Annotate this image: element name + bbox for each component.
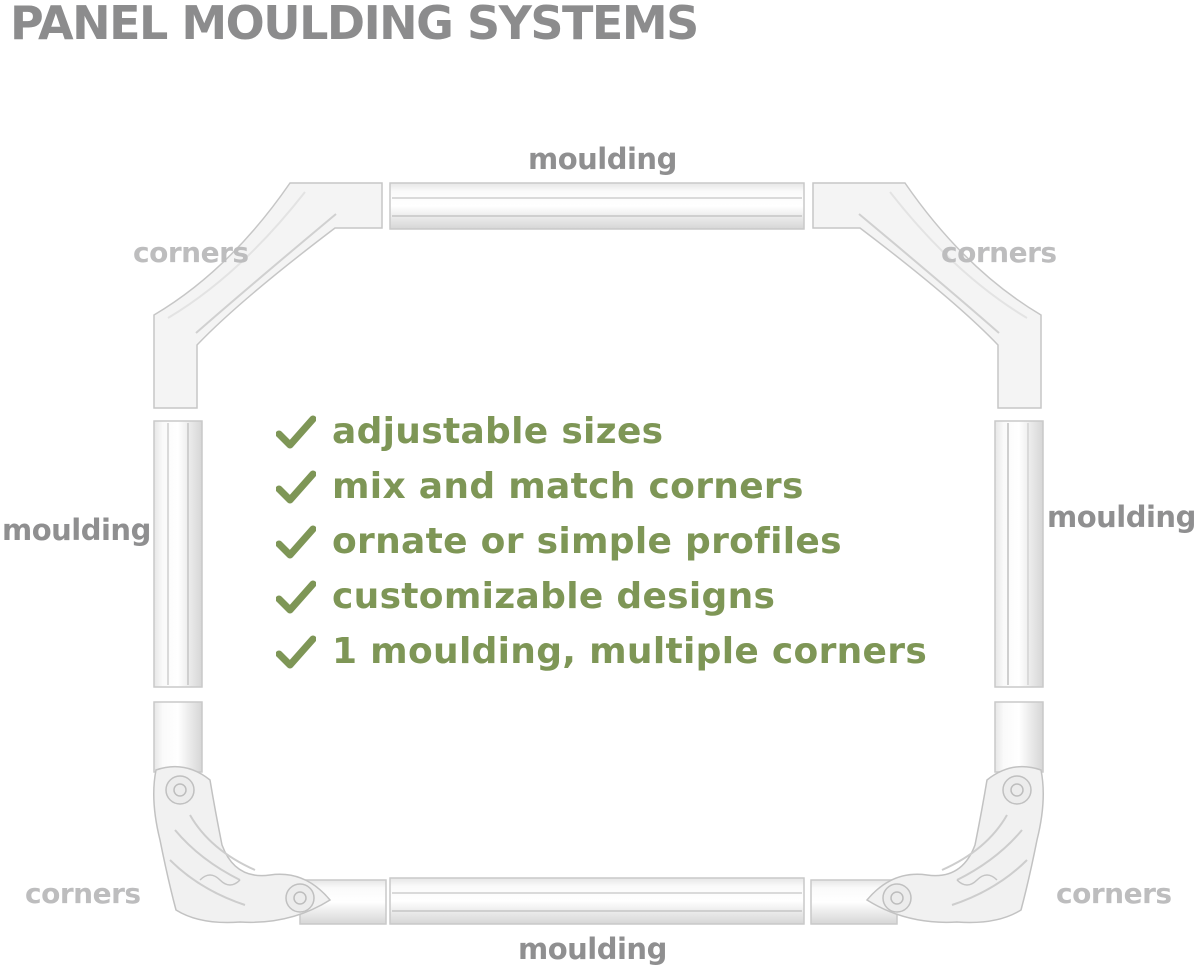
label-moulding-left: moulding [2,513,151,547]
page-title: PANEL MOULDING SYSTEMS [10,0,699,50]
feature-text: adjustable sizes [332,411,664,452]
feature-item: adjustable sizes [276,404,927,459]
moulding-top-piece [389,182,805,230]
feature-text: 1 moulding, multiple corners [332,631,928,672]
label-corners-top-right: corners [941,236,1057,269]
moulding-right-piece [994,420,1044,688]
moulding-left-piece [153,420,203,688]
label-corners-bottom-left: corners [25,877,141,910]
checkmark-icon [276,415,316,448]
feature-item: customizable designs [276,569,927,624]
checkmark-icon [276,580,316,613]
corner-bottom-right-ornate [810,701,1044,925]
checkmark-icon [276,635,316,668]
feature-text: customizable designs [332,576,776,617]
feature-item: mix and match corners [276,459,927,514]
moulding-bottom-piece [389,877,805,925]
feature-list: adjustable sizes mix and match corners o… [276,404,927,679]
label-moulding-top: moulding [528,142,677,176]
corner-top-right-simple [812,182,1042,409]
corner-top-left-simple [153,182,383,409]
checkmark-icon [276,525,316,558]
feature-item: 1 moulding, multiple corners [276,624,927,679]
label-corners-bottom-right: corners [1056,877,1172,910]
feature-item: ornate or simple profiles [276,514,927,569]
feature-text: mix and match corners [332,466,804,507]
checkmark-icon [276,470,316,503]
label-corners-top-left: corners [133,236,249,269]
label-moulding-bottom: moulding [518,932,667,966]
corner-bottom-left-ornate [153,701,387,925]
label-moulding-right: moulding [1047,500,1195,534]
feature-text: ornate or simple profiles [332,521,842,562]
